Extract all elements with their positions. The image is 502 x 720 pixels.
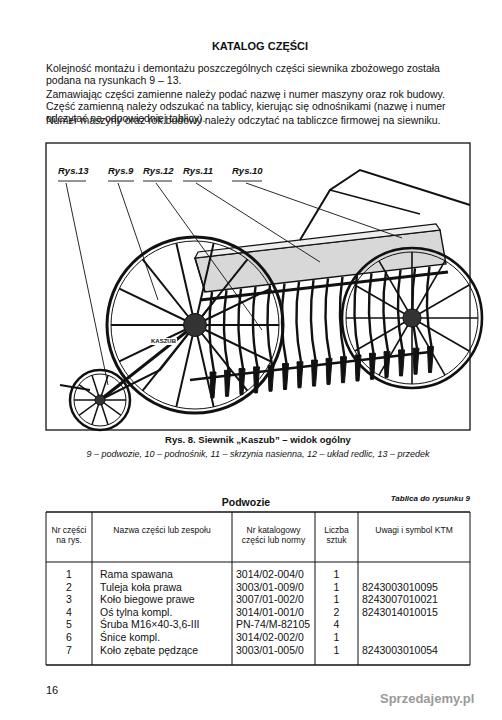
table-cell: 5 xyxy=(46,618,92,630)
table-cell: 7 xyxy=(46,644,92,656)
table-cell: 1 xyxy=(315,581,358,593)
table-cell: 1 xyxy=(315,593,358,605)
table-header: Nr części na rys. xyxy=(48,526,90,546)
figure-caption: Rys. 8. Siewnik „Kaszub” – widok ogólny xyxy=(46,435,470,446)
table-header: Liczba sztuk xyxy=(317,526,356,546)
table-cell: 1 xyxy=(315,568,358,580)
table-cell: 1 xyxy=(46,568,92,580)
table-cell: 4 xyxy=(315,618,358,630)
table-title: Podwozie xyxy=(46,496,446,508)
machine-nameplate: KASZUB xyxy=(150,338,177,345)
intro-paragraph: Numer maszyny oraz rok budowy należy odc… xyxy=(46,114,470,126)
table-cell: 3003/01-009/0 xyxy=(236,581,314,593)
table-cell: Tuleja koła prawa xyxy=(100,581,230,593)
table-cell: 3014/02-004/0 xyxy=(236,568,314,580)
table-cell: 8243014010015 xyxy=(362,606,468,618)
table-header: Uwagi i symbol KTM xyxy=(360,526,468,536)
table-cell: 8243007010021 xyxy=(362,593,468,605)
watermark: Sprzedajemy.pl xyxy=(380,692,474,707)
table-cell: 3007/01-002/0 xyxy=(236,593,314,605)
table-cell: 1 xyxy=(315,644,358,656)
page-title: KATALOG CZĘŚCI xyxy=(0,40,502,53)
table-cell: 3003/01-005/0 xyxy=(236,644,314,656)
callout: Rys.9 xyxy=(108,166,133,177)
table-cell: 2 xyxy=(315,606,358,618)
table-cell: PN-74/M-82105 xyxy=(236,618,314,630)
callout: Rys.12 xyxy=(143,166,174,177)
table-cell: 2 xyxy=(46,581,92,593)
wheels xyxy=(70,237,482,430)
callout: Rys.10 xyxy=(232,166,263,177)
table-cell: Śnice kompl. xyxy=(100,631,230,643)
table-cell: 3014/01-001/0 xyxy=(236,606,314,618)
caption-legend: 9 – podwozie, 10 – podnośnik, 11 – skrzy… xyxy=(46,449,470,459)
table-cell: Koło zębate pędzące xyxy=(100,644,230,656)
seed-tubes xyxy=(209,267,433,399)
table-cell: 4 xyxy=(46,606,92,618)
table-cell: 3014/02-002/0 xyxy=(236,631,314,643)
table-reference: Tablica do rysunku 9 xyxy=(360,494,470,503)
table-cell: Rama spawana xyxy=(100,568,230,580)
table-grid xyxy=(46,512,470,665)
table-cell: Oś tylna kompl. xyxy=(100,606,230,618)
page-number: 16 xyxy=(46,684,58,697)
table-cell: 8243003010095 xyxy=(362,581,468,593)
table-cell: 3 xyxy=(46,593,92,605)
table-header: Nazwa części lub zespołu xyxy=(94,526,230,536)
leader-lines xyxy=(58,181,402,385)
table-cell: 8243003010054 xyxy=(362,644,468,656)
table-cell: Śruba M16×40-3,6-III xyxy=(100,618,230,630)
table-cell: 1 xyxy=(315,631,358,643)
callout: Rys.11 xyxy=(183,166,213,177)
table-cell: Koło biegowe prawe xyxy=(100,593,230,605)
callout: Rys.13 xyxy=(58,166,89,177)
table-header: Nr katalogowy części lub normy xyxy=(234,526,313,546)
intro-paragraph: Kolejność montażu i demontażu poszczegól… xyxy=(46,62,470,86)
table-cell: 6 xyxy=(46,631,92,643)
